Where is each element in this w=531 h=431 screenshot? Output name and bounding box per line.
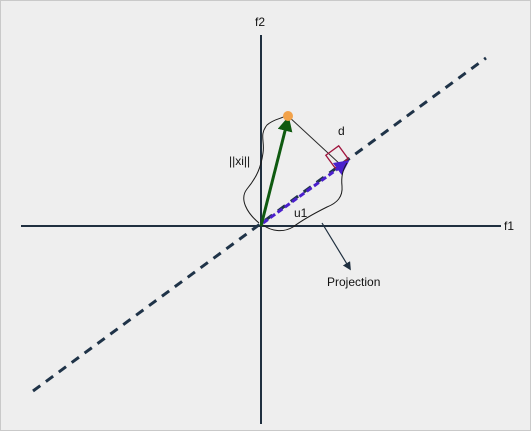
- d-label: d: [338, 124, 345, 138]
- xi-vector: [259, 116, 293, 227]
- perpendicular-line: [287, 115, 342, 166]
- projection-vector: [262, 160, 350, 225]
- xi-norm-brace: [243, 114, 287, 224]
- projection-pointer-arrow: [321, 222, 351, 271]
- data-point: [283, 111, 293, 121]
- f2-axis-label: f2: [255, 15, 265, 29]
- principal-direction-line: [32, 56, 487, 393]
- u1-brace: [262, 162, 348, 232]
- projection-label: Projection: [327, 275, 380, 289]
- xi-norm-label: ||xi||: [229, 154, 250, 168]
- u1-label: u1: [294, 206, 308, 220]
- f1-axis-label: f1: [504, 219, 514, 233]
